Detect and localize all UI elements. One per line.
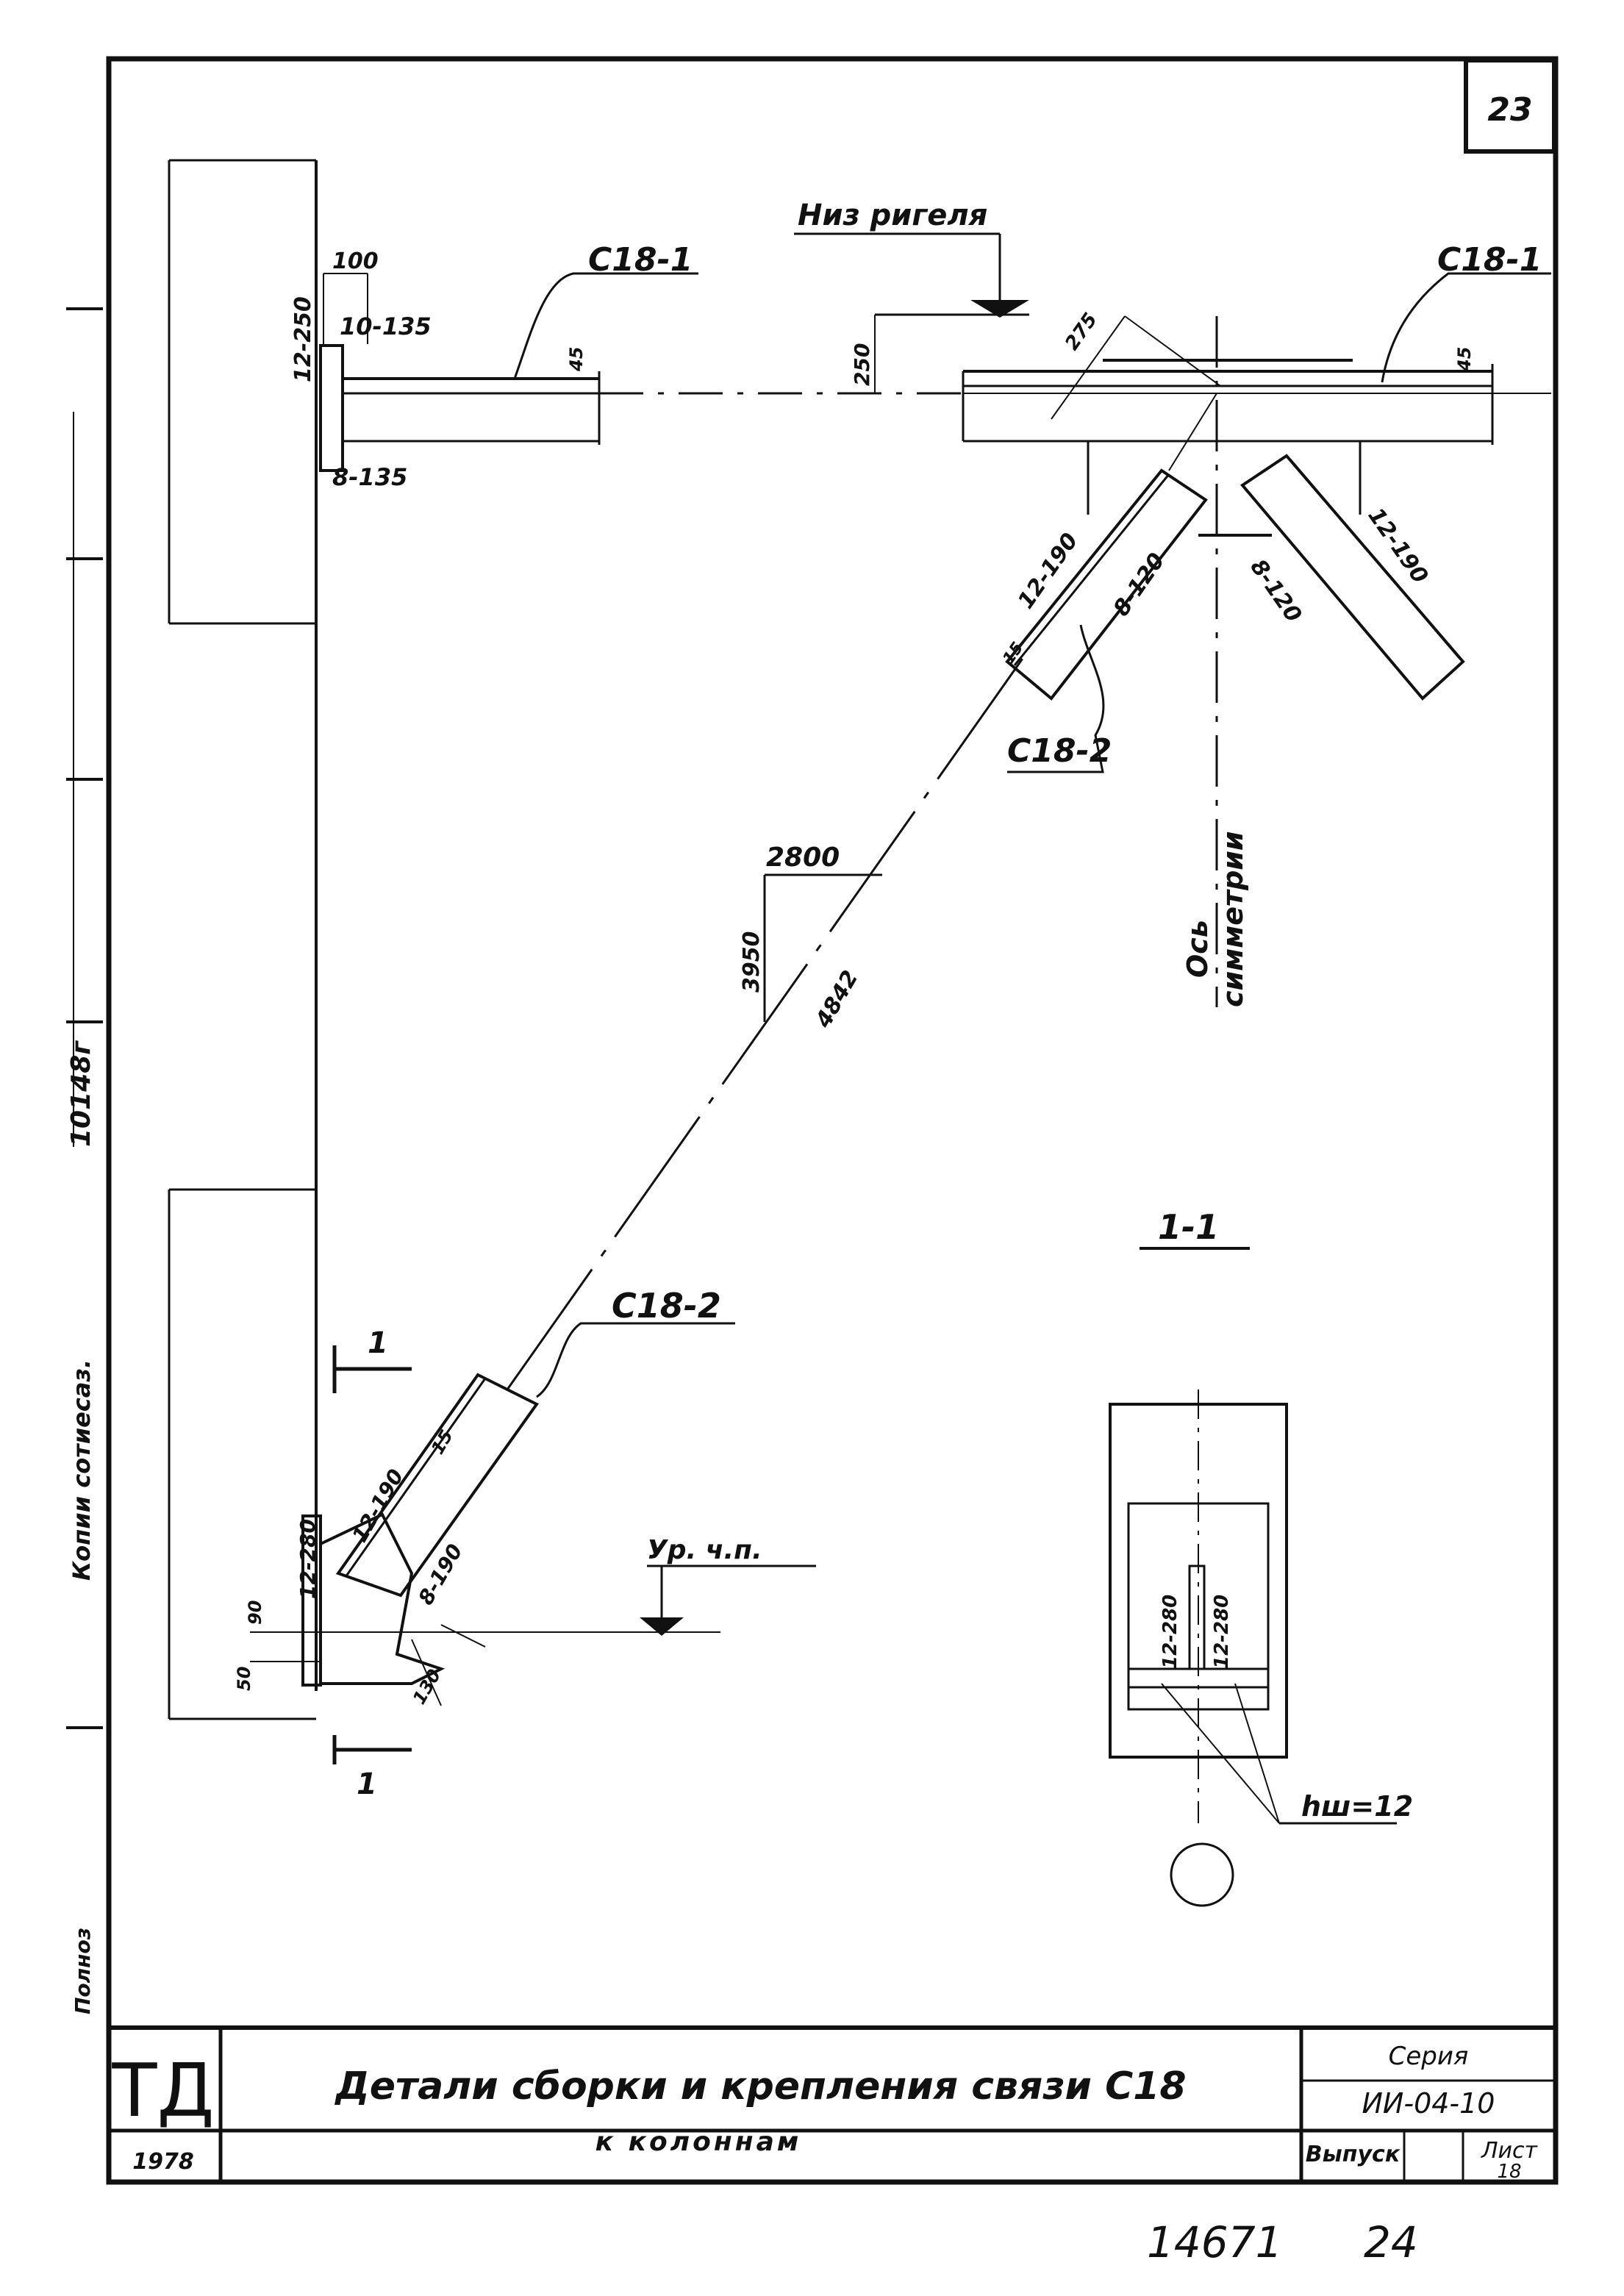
margin-text-top: 10148г: [66, 1040, 96, 1147]
level-marker-bottom: Ур. ч.п.: [640, 1535, 816, 1636]
bottom-page: 24: [1364, 2217, 1418, 2267]
top-left-gusset: 100 10-135 12-250 8-135 45 С18-1: [290, 241, 698, 491]
margin-text-mid: Копии сотиесаз.: [68, 1359, 96, 1581]
weld-12-190-left: 12-190: [1013, 529, 1084, 614]
title-block: ТД 1978 Детали сборки и крепления связи …: [111, 2028, 1556, 2183]
dim-3950: 3950: [739, 931, 765, 993]
issue-label: Выпуск: [1306, 2142, 1401, 2167]
dim-45: 45: [566, 347, 587, 372]
brace-top-right: 12-190 8-120: [1240, 454, 1465, 701]
series-label: Серия: [1389, 2042, 1469, 2071]
page-number: 23: [1487, 91, 1532, 129]
title-line-1: Детали сборки и крепления связи С18: [334, 2064, 1186, 2109]
axis-of-symmetry: Ось симметрии: [1181, 316, 1249, 1007]
weld-12-280-left-section: 12-280: [1159, 1595, 1181, 1669]
mark-c18-1-right: С18-1: [1437, 241, 1542, 279]
weld-12-190-right: 12-190: [1362, 504, 1433, 589]
sheet-frame: [106, 56, 1559, 2185]
section-marker-top: 1: [332, 1326, 412, 1393]
sheet-label: Лист: [1481, 2138, 1539, 2164]
brace-top-left: 12-190 8-120 15 С18-2: [999, 393, 1217, 773]
mark-c18-2-top: С18-2: [1007, 732, 1112, 770]
axis-label-2: симметрии: [1217, 831, 1249, 1007]
weld-10-135: 10-135: [340, 312, 432, 340]
weld-8-120-left: 8-120: [1109, 548, 1170, 621]
weld-8-135: 8-135: [332, 463, 407, 491]
column-left-upper: [168, 159, 318, 1691]
weld-12-190-bottom: 12-190: [347, 1465, 408, 1547]
axis-label-1: Ось: [1181, 920, 1214, 978]
dim-4842: 4842: [810, 966, 864, 1033]
level-label-top: Низ ригеля: [798, 199, 987, 232]
weld-12-280-right-section: 12-280: [1211, 1595, 1233, 1669]
section-mark-top: 1: [368, 1326, 388, 1360]
dim-45-right: 45: [1454, 347, 1475, 372]
left-margin: 10148г Копии сотиесаз. Полноз: [66, 307, 103, 2014]
level-marker-top: Низ ригеля 250: [794, 199, 1029, 393]
dim-100: 100: [332, 248, 379, 274]
weld-8-120-right: 8-120: [1245, 555, 1306, 628]
weld-8-190-bottom: 8-190: [413, 1539, 467, 1609]
section-mark-bottom: 1: [357, 1767, 377, 1801]
bottom-number: 14671: [1147, 2217, 1283, 2267]
margin-text-bottom: Полноз: [71, 1928, 95, 2014]
mark-c18-1-left: С18-1: [588, 241, 693, 279]
dim-2800: 2800: [766, 843, 840, 873]
logo: ТД: [111, 2048, 214, 2134]
level-label-bottom: Ур. ч.п.: [647, 1535, 762, 1565]
weld-12-250: 12-250: [290, 296, 316, 382]
weld-12-280-bottom: 12-280: [296, 1519, 320, 1599]
weld-label: hш=12: [1301, 1790, 1413, 1823]
diagonal-line: 2800 3950 4842: [506, 654, 1027, 1390]
dim-90: 90: [245, 1601, 265, 1625]
dim-275: 275: [1061, 309, 1102, 354]
column-left-lower: [168, 1188, 316, 1720]
section-marker-bottom: 1: [332, 1735, 412, 1801]
stamp-year: 1978: [132, 2149, 194, 2175]
section-1-1: 1-1 12-280 12-280 hш=12: [1109, 1207, 1413, 1907]
title-line-2: к колоннам: [595, 2127, 802, 2157]
dim-50: 50: [234, 1667, 254, 1691]
sheet-value: 18: [1497, 2161, 1521, 2183]
bottom-left-gusset: С18-2 12-190 12-280 8-190 15 90 50 130: [234, 1286, 735, 1708]
dim-250: 250: [850, 343, 874, 386]
series-value: ИИ-04-10: [1362, 2087, 1495, 2120]
top-right-chord: С18-1 45 275: [962, 241, 1551, 537]
page-number-box: 23: [1464, 58, 1556, 154]
mark-c18-2-bottom: С18-2: [612, 1286, 721, 1326]
bottom-numbers: 14671 24: [1147, 2217, 1418, 2267]
section-title: 1-1: [1158, 1207, 1219, 1247]
